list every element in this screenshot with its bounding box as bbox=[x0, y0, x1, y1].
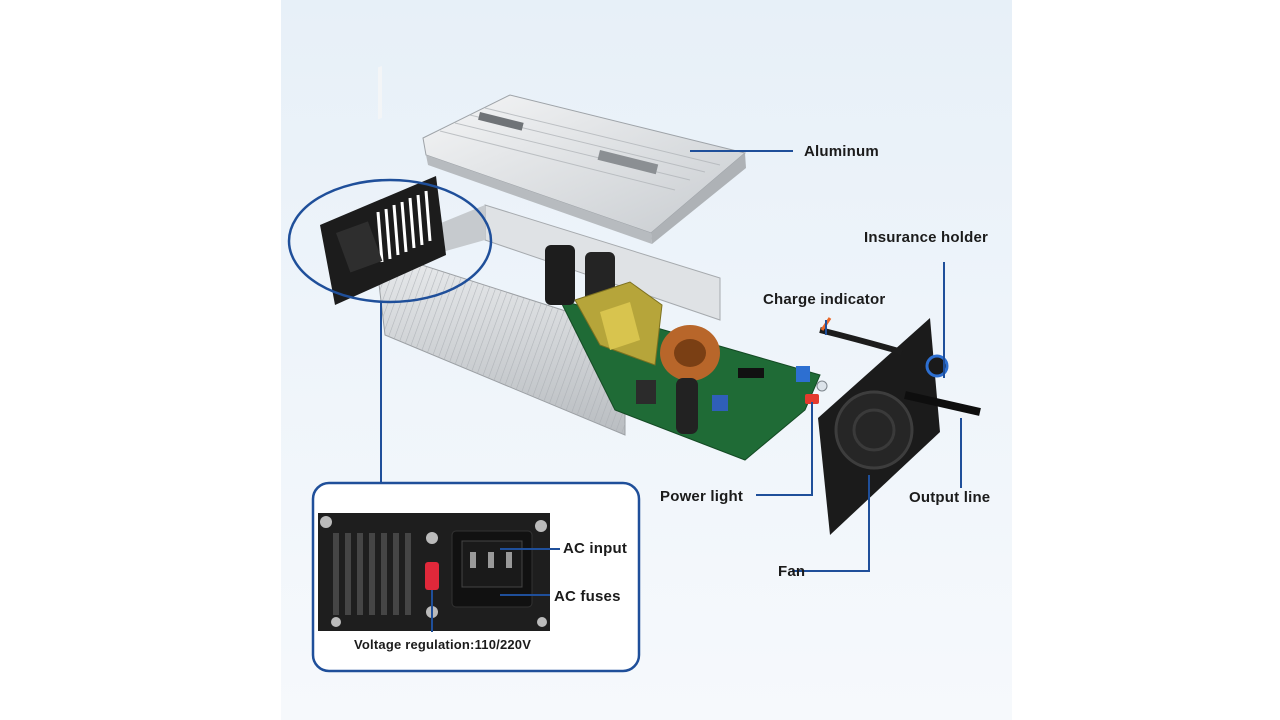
voltage-switch bbox=[425, 562, 439, 590]
charge-indicator-led bbox=[796, 366, 810, 382]
indicators bbox=[796, 366, 828, 404]
label-insurance-holder: Insurance holder bbox=[864, 229, 989, 246]
highlight-ellipse bbox=[287, 178, 493, 304]
label-aluminum: Aluminum bbox=[804, 143, 879, 160]
inset-callouts bbox=[431, 548, 560, 632]
diagram-stage bbox=[281, 0, 1012, 720]
label-output-line: Output line bbox=[909, 489, 991, 506]
label-voltage-regulation: Voltage regulation:110/220V bbox=[354, 637, 532, 652]
circuit-board bbox=[545, 245, 821, 461]
label-power-light: Power light bbox=[660, 488, 744, 505]
front-panel bbox=[818, 317, 981, 535]
power-light-led bbox=[805, 394, 819, 404]
label-fan: Fan bbox=[778, 563, 806, 580]
label-ac-fuses: AC fuses bbox=[554, 588, 621, 605]
rear-panel bbox=[320, 65, 446, 305]
inset-closeup bbox=[311, 481, 641, 673]
callout-lines bbox=[690, 150, 962, 572]
aluminum-cover bbox=[422, 94, 747, 244]
label-ac-input: AC input bbox=[563, 540, 628, 557]
charger-exploded-view bbox=[287, 65, 981, 673]
fuse-holder-knob bbox=[925, 354, 949, 378]
label-charge-indicator: Charge indicator bbox=[763, 291, 886, 308]
